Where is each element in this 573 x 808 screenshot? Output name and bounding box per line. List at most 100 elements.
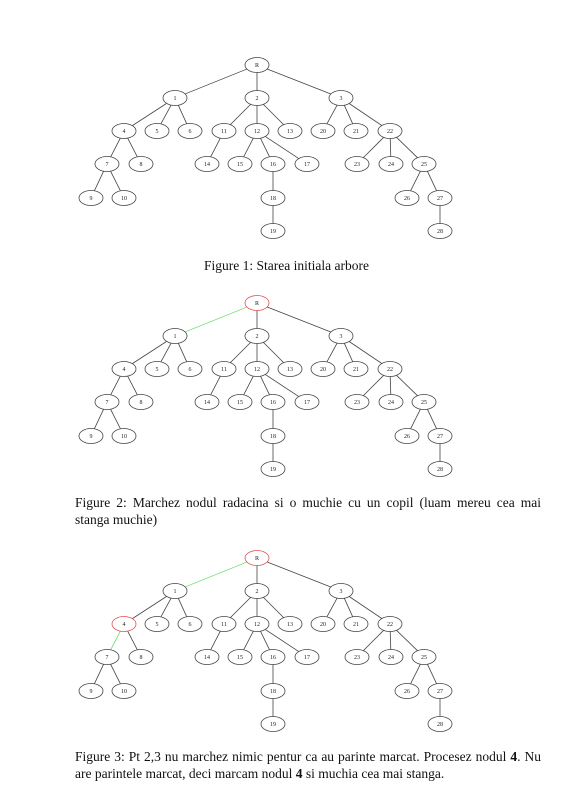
tree-node-ellipse [394, 428, 420, 444]
tree-edge-22-25 [396, 375, 418, 396]
tree-node-ellipse [244, 57, 270, 73]
tree-edge-7-9 [94, 171, 104, 191]
tree-edge-12-17 [265, 136, 299, 159]
tree-node-label: 12 [254, 129, 260, 135]
tree-edge-25-27 [427, 664, 437, 684]
tree-node-label: 25 [421, 162, 427, 168]
tree-edge-12-17 [265, 629, 299, 652]
tree-node-23: 23 [344, 649, 370, 665]
tree-node-label: 16 [270, 162, 276, 168]
tree-node-ellipse [111, 361, 137, 377]
tree-node-ellipse [427, 716, 453, 732]
tree-node-10: 10 [111, 428, 137, 444]
tree-node-label: 18 [270, 689, 276, 695]
tree-node-ellipse [211, 361, 237, 377]
tree-edge-4-8 [127, 137, 138, 158]
tree-edge-R-3 [267, 306, 331, 333]
tree-node-ellipse [162, 583, 188, 599]
tree-node-19: 19 [260, 716, 286, 732]
tree-node-label: 7 [106, 655, 109, 661]
tree-node-label: 19 [270, 467, 276, 473]
tree-node-ellipse [244, 361, 270, 377]
tree-node-ellipse [294, 394, 320, 410]
tree-node-ellipse [411, 649, 437, 665]
tree-node-ellipse [111, 123, 137, 139]
tree-node-label: 18 [270, 434, 276, 440]
tree-node-label: 21 [353, 367, 359, 373]
tree-node-ellipse [260, 461, 286, 477]
tree-node-21: 21 [343, 361, 369, 377]
tree-edge-22-23 [363, 375, 384, 396]
tree-node-label: 16 [270, 400, 276, 406]
tree-node-label: 4 [123, 622, 126, 628]
tree-node-R: R [244, 550, 270, 566]
tree-node-13: 13 [277, 616, 303, 632]
tree-node-label: 19 [270, 229, 276, 235]
tree-node-ellipse [377, 123, 403, 139]
tree-node-ellipse [310, 616, 336, 632]
figure-3-node-ref-1: 4 [510, 749, 518, 764]
tree-edge-12-17 [265, 374, 299, 397]
tree-node-22: 22 [377, 616, 403, 632]
tree-node-label: 24 [388, 162, 394, 168]
tree-node-ellipse [328, 583, 354, 599]
tree-node-16: 16 [260, 394, 286, 410]
tree-node-ellipse [260, 394, 286, 410]
tree-edge-12-15 [243, 375, 254, 396]
figure-3-node-ref-2: 4 [295, 766, 303, 781]
tree-node-17: 17 [294, 649, 320, 665]
tree-node-27: 27 [427, 190, 453, 206]
tree-node-12: 12 [244, 361, 270, 377]
tree-node-label: 13 [287, 367, 293, 373]
tree-edge-25-27 [427, 171, 437, 191]
tree-node-label: 5 [156, 129, 159, 135]
tree-node-ellipse [344, 156, 370, 172]
tree-edge-22-25 [396, 630, 418, 651]
tree-node-ellipse [310, 361, 336, 377]
tree-edge-1-6 [177, 343, 188, 362]
tree-node-label: 4 [123, 129, 126, 135]
tree-node-27: 27 [427, 683, 453, 699]
tree-edge-4-8 [127, 375, 138, 396]
tree-node-label: 7 [106, 162, 109, 168]
tree-node-6: 6 [177, 361, 203, 377]
tree-edge-R-1 [184, 68, 248, 95]
tree-node-label: 22 [387, 129, 393, 135]
tree-node-label: 12 [254, 622, 260, 628]
tree-node-2: 2 [244, 90, 270, 106]
tree-node-20: 20 [310, 361, 336, 377]
tree-node-ellipse [260, 428, 286, 444]
tree-edge-3-22 [348, 596, 383, 619]
tree-node-ellipse [244, 328, 270, 344]
tree-node-label: 26 [404, 689, 410, 695]
tree-node-5: 5 [144, 361, 170, 377]
tree-node-ellipse [343, 616, 369, 632]
tree-node-ellipse [244, 90, 270, 106]
tree-node-2: 2 [244, 583, 270, 599]
tree-node-ellipse [378, 394, 404, 410]
tree-node-13: 13 [277, 361, 303, 377]
tree-node-ellipse [177, 123, 203, 139]
tree-node-ellipse [328, 328, 354, 344]
figure-3-text-1: Pt 2,3 nu marchez nimic pentur ca au par… [128, 749, 511, 764]
tree-node-label: 24 [388, 655, 394, 661]
tree-node-ellipse [411, 156, 437, 172]
tree-node-ellipse [244, 583, 270, 599]
tree-edge-4-7 [110, 137, 121, 158]
tree-node-ellipse [211, 123, 237, 139]
tree-node-15: 15 [227, 394, 253, 410]
tree-node-ellipse [227, 156, 253, 172]
tree-edge-12-16 [260, 138, 270, 157]
tree-node-ellipse [78, 683, 104, 699]
tree-edge-1-6 [177, 598, 188, 617]
tree-edge-7-10 [110, 170, 121, 192]
tree-node-7: 7 [94, 156, 120, 172]
tree-edge-7-10 [110, 408, 121, 430]
tree-node-label: 5 [156, 622, 159, 628]
tree-node-26: 26 [394, 683, 420, 699]
tree-node-label: 22 [387, 367, 393, 373]
tree-node-label: 1 [174, 589, 177, 595]
tree-node-label: 13 [287, 622, 293, 628]
